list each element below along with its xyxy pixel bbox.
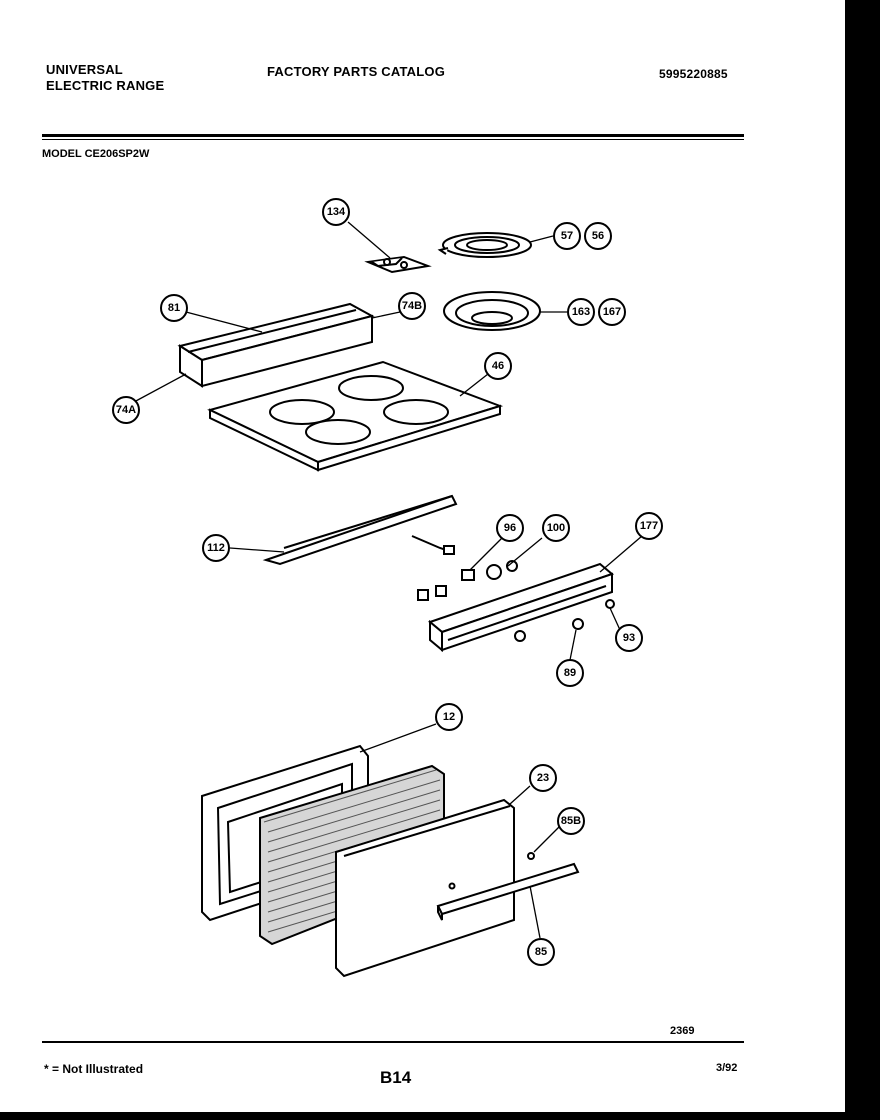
part-23-outer-door-panel <box>335 798 515 978</box>
svg-text:74A: 74A <box>116 404 136 416</box>
part-85-door-handle <box>436 862 580 921</box>
catalog-title: FACTORY PARTS CATALOG <box>267 64 446 79</box>
svg-text:100: 100 <box>547 522 565 534</box>
header-rule-thin <box>42 139 744 140</box>
drawing-number: 2369 <box>670 1025 695 1037</box>
callout-167: 167 <box>598 298 626 326</box>
callout-74a: 74A <box>112 396 140 424</box>
brand-line-2: ELECTRIC RANGE <box>46 78 165 93</box>
callout-74b: 74B <box>398 292 426 320</box>
header-rule <box>42 134 744 137</box>
svg-text:96: 96 <box>504 522 516 534</box>
callout-57: 57 <box>553 222 581 250</box>
svg-text:57: 57 <box>561 230 573 242</box>
callout-96: 96 <box>496 514 524 542</box>
callout-81: 81 <box>160 294 188 322</box>
callout-100: 100 <box>542 514 570 542</box>
part-46-cooktop <box>207 360 504 472</box>
svg-text:23: 23 <box>537 772 549 784</box>
svg-text:85: 85 <box>535 946 547 958</box>
svg-text:46: 46 <box>492 360 504 372</box>
part-163-167-drip-bowl <box>443 291 541 331</box>
svg-text:81: 81 <box>168 302 180 314</box>
leader-lines <box>133 221 643 939</box>
model-label: MODEL CE206SP2W <box>42 148 150 160</box>
svg-text:56: 56 <box>592 230 604 242</box>
callout-12: 12 <box>435 703 463 731</box>
catalog-date: 3/92 <box>716 1062 738 1074</box>
scan-edge-bottom <box>0 1112 880 1120</box>
callout-177: 177 <box>635 512 663 540</box>
callout-93: 93 <box>615 624 643 652</box>
svg-text:112: 112 <box>207 542 225 554</box>
catalog-number: 5995220885 <box>659 67 728 81</box>
svg-text:167: 167 <box>603 306 621 318</box>
scan-edge-right <box>845 0 880 1120</box>
part-134-bracket <box>364 255 432 274</box>
footer-rule <box>42 1041 744 1043</box>
svg-text:163: 163 <box>572 306 590 318</box>
callout-89: 89 <box>556 659 584 687</box>
callout-23: 23 <box>529 764 557 792</box>
callout-46: 46 <box>484 352 512 380</box>
brand-block: UNIVERSAL ELECTRIC RANGE <box>46 62 164 94</box>
svg-text:93: 93 <box>623 632 635 644</box>
part-112-front-trim <box>262 494 458 566</box>
callout-85b: 85B <box>557 807 585 835</box>
part-81-backguard-trim <box>177 302 375 388</box>
svg-text:74B: 74B <box>402 300 422 312</box>
svg-text:89: 89 <box>564 667 576 679</box>
callout-163: 163 <box>567 298 595 326</box>
callout-56: 56 <box>584 222 612 250</box>
part-177-control-panel <box>411 535 615 653</box>
callout-134: 134 <box>322 198 350 226</box>
part-85b-screw <box>527 852 535 860</box>
callout-112: 112 <box>202 534 230 562</box>
part-57-56-surface-element <box>437 232 532 258</box>
not-illustrated-legend: * = Not Illustrated <box>44 1062 144 1076</box>
brand-line-1: UNIVERSAL <box>46 62 123 77</box>
svg-text:12: 12 <box>443 711 455 723</box>
svg-text:177: 177 <box>640 520 658 532</box>
svg-text:85B: 85B <box>561 815 581 827</box>
callout-85: 85 <box>527 938 555 966</box>
page-code: B14 <box>380 1068 412 1087</box>
svg-text:134: 134 <box>327 206 346 218</box>
